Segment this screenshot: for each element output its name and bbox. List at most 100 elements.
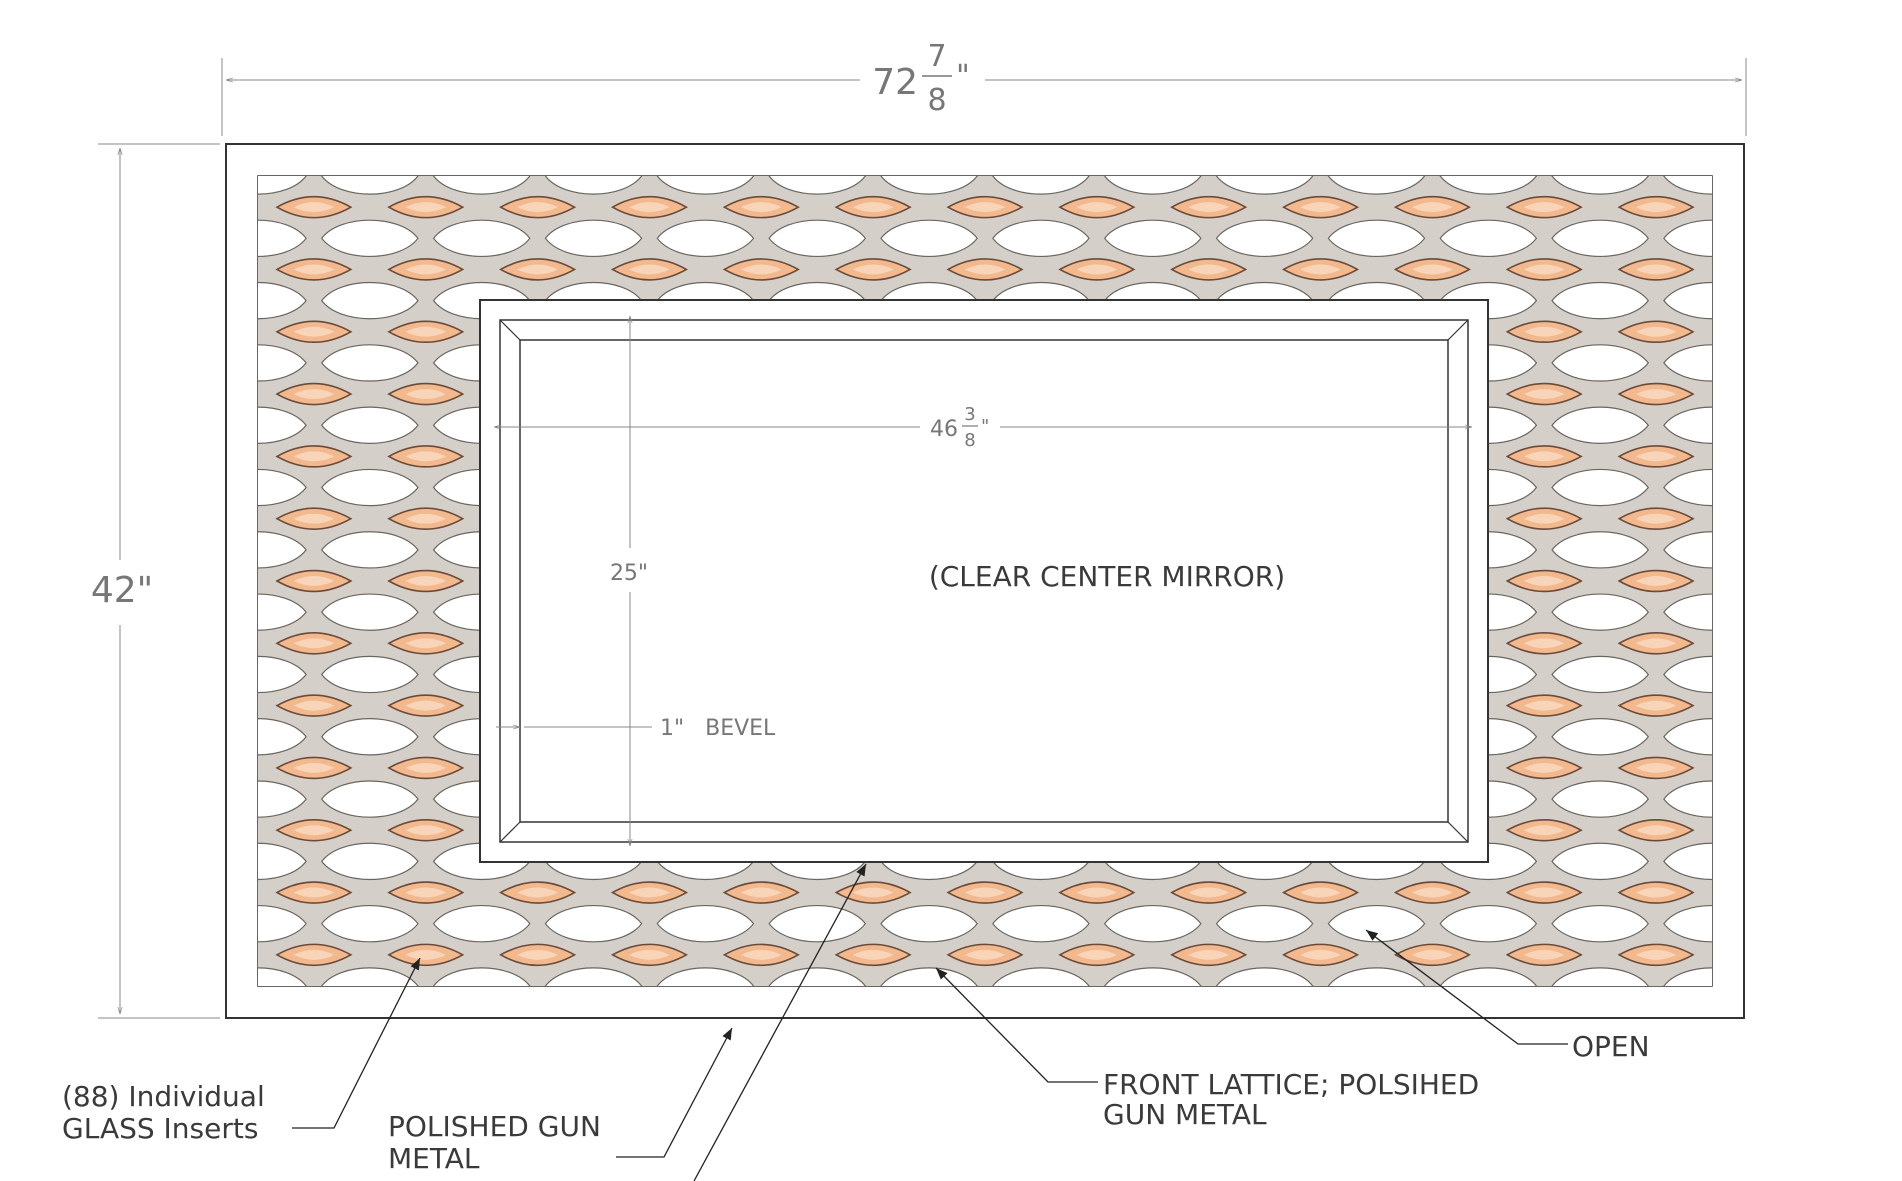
lattice-opening — [1215, 219, 1314, 257]
mirror-width-numerator: 3 — [964, 404, 975, 425]
glass-insert — [1617, 694, 1695, 717]
overall-height-label: 42" — [91, 570, 153, 611]
lattice-opening — [656, 905, 755, 943]
glass-insert — [1393, 881, 1471, 904]
lattice-opening — [1663, 780, 1712, 818]
lattice-opening — [1663, 468, 1712, 507]
glass-insert — [1058, 195, 1136, 219]
lattice-opening — [320, 468, 419, 507]
lattice-opening — [1551, 905, 1650, 943]
lattice-opening — [1103, 219, 1202, 257]
lattice-opening — [656, 219, 755, 257]
glass-insert — [387, 382, 465, 406]
glass-insert — [1617, 756, 1695, 780]
glass-insert — [1617, 382, 1695, 406]
overall-width-denominator: 8 — [927, 83, 946, 118]
glass-insert — [1170, 881, 1248, 904]
lattice-opening — [1663, 344, 1712, 382]
glass-insert — [1170, 195, 1248, 219]
lattice-opening — [1551, 967, 1650, 986]
glass-inserts-leader — [292, 957, 421, 1129]
lattice-opening — [258, 593, 307, 631]
lattice-opening — [258, 176, 307, 195]
glass-insert — [275, 632, 353, 655]
lattice-opening — [1439, 176, 1538, 195]
lattice-opening — [1551, 282, 1650, 320]
glass-insert — [1617, 881, 1695, 904]
glass-inserts — [275, 195, 1695, 967]
glass-insert — [275, 382, 353, 406]
glass-insert — [1282, 881, 1360, 904]
glass-insert — [722, 943, 800, 967]
glass-insert — [610, 195, 688, 219]
mirror-height-label: 25" — [610, 561, 648, 586]
lattice-opening — [1663, 219, 1712, 257]
lattice-opening — [1551, 531, 1650, 569]
glass-insert — [1617, 195, 1695, 219]
glass-inserts-callout-line2: GLASS Inserts — [62, 1112, 258, 1145]
lattice-opening — [1439, 219, 1538, 257]
lattice-opening — [320, 780, 419, 818]
lattice-opening — [432, 176, 531, 195]
glass-insert — [1393, 943, 1471, 967]
lattice-opening — [992, 905, 1090, 943]
lattice-opening — [992, 967, 1090, 986]
lattice-opening — [1551, 176, 1650, 195]
glass-insert — [1505, 258, 1583, 281]
glass-insert — [387, 818, 465, 842]
glass-insert — [946, 943, 1024, 967]
glass-insert — [834, 943, 912, 967]
glass-inserts-callout-line1: (88) Individual — [62, 1080, 265, 1113]
lattice-opening — [258, 718, 307, 756]
lattice-opening — [258, 531, 307, 569]
lattice-opening — [544, 905, 643, 943]
glass-insert — [275, 694, 353, 717]
bevel-label: 1" BEVEL — [660, 716, 776, 741]
lattice-opening — [768, 905, 867, 943]
lattice-opening — [1327, 219, 1426, 257]
lattice-opening — [258, 967, 307, 986]
glass-insert — [1505, 881, 1583, 904]
lattice-opening — [1663, 842, 1712, 880]
glass-insert — [387, 632, 465, 655]
lattice-opening — [320, 655, 419, 694]
glass-insert — [1617, 943, 1695, 967]
mirror-width-whole: 46 — [930, 417, 958, 442]
mirror-bevel-inner — [519, 339, 1449, 823]
glass-insert — [610, 943, 688, 967]
glass-insert — [1282, 258, 1360, 281]
lattice-opening — [1551, 593, 1650, 631]
lattice-opening — [1663, 718, 1712, 756]
glass-insert — [1505, 320, 1583, 344]
lattice-opening — [1215, 176, 1314, 195]
lattice-opening — [992, 176, 1090, 195]
glass-insert — [1617, 320, 1695, 344]
glass-insert — [275, 445, 353, 468]
overall-height-dimension: 42" — [91, 143, 220, 1019]
lattice-opening — [1551, 406, 1650, 444]
open-callout: OPEN — [1572, 1030, 1650, 1063]
glass-insert — [610, 258, 688, 281]
open-leader — [1365, 929, 1568, 1045]
lattice-opening — [320, 967, 419, 986]
lattice-opening — [992, 219, 1090, 257]
lattice-opening — [1215, 967, 1314, 986]
polished-gun-metal-leader — [616, 1027, 733, 1158]
lattice-opening — [544, 219, 643, 257]
lattice-opening — [320, 905, 419, 943]
glass-insert — [387, 507, 465, 530]
glass-insert — [946, 881, 1024, 904]
glass-insert — [1505, 569, 1583, 593]
lattice-opening — [1551, 842, 1650, 880]
glass-insert — [1393, 195, 1471, 219]
lattice-opening — [880, 219, 978, 257]
lattice-opening — [258, 282, 307, 320]
glass-insert — [1505, 195, 1583, 219]
lattice-opening — [258, 468, 307, 507]
mirror-width-dimension: 46 3 8 " — [494, 404, 1472, 451]
callout-leaders — [292, 863, 1568, 1181]
glass-insert — [387, 445, 465, 468]
glass-insert — [275, 507, 353, 530]
overall-width-numerator: 7 — [927, 39, 946, 74]
